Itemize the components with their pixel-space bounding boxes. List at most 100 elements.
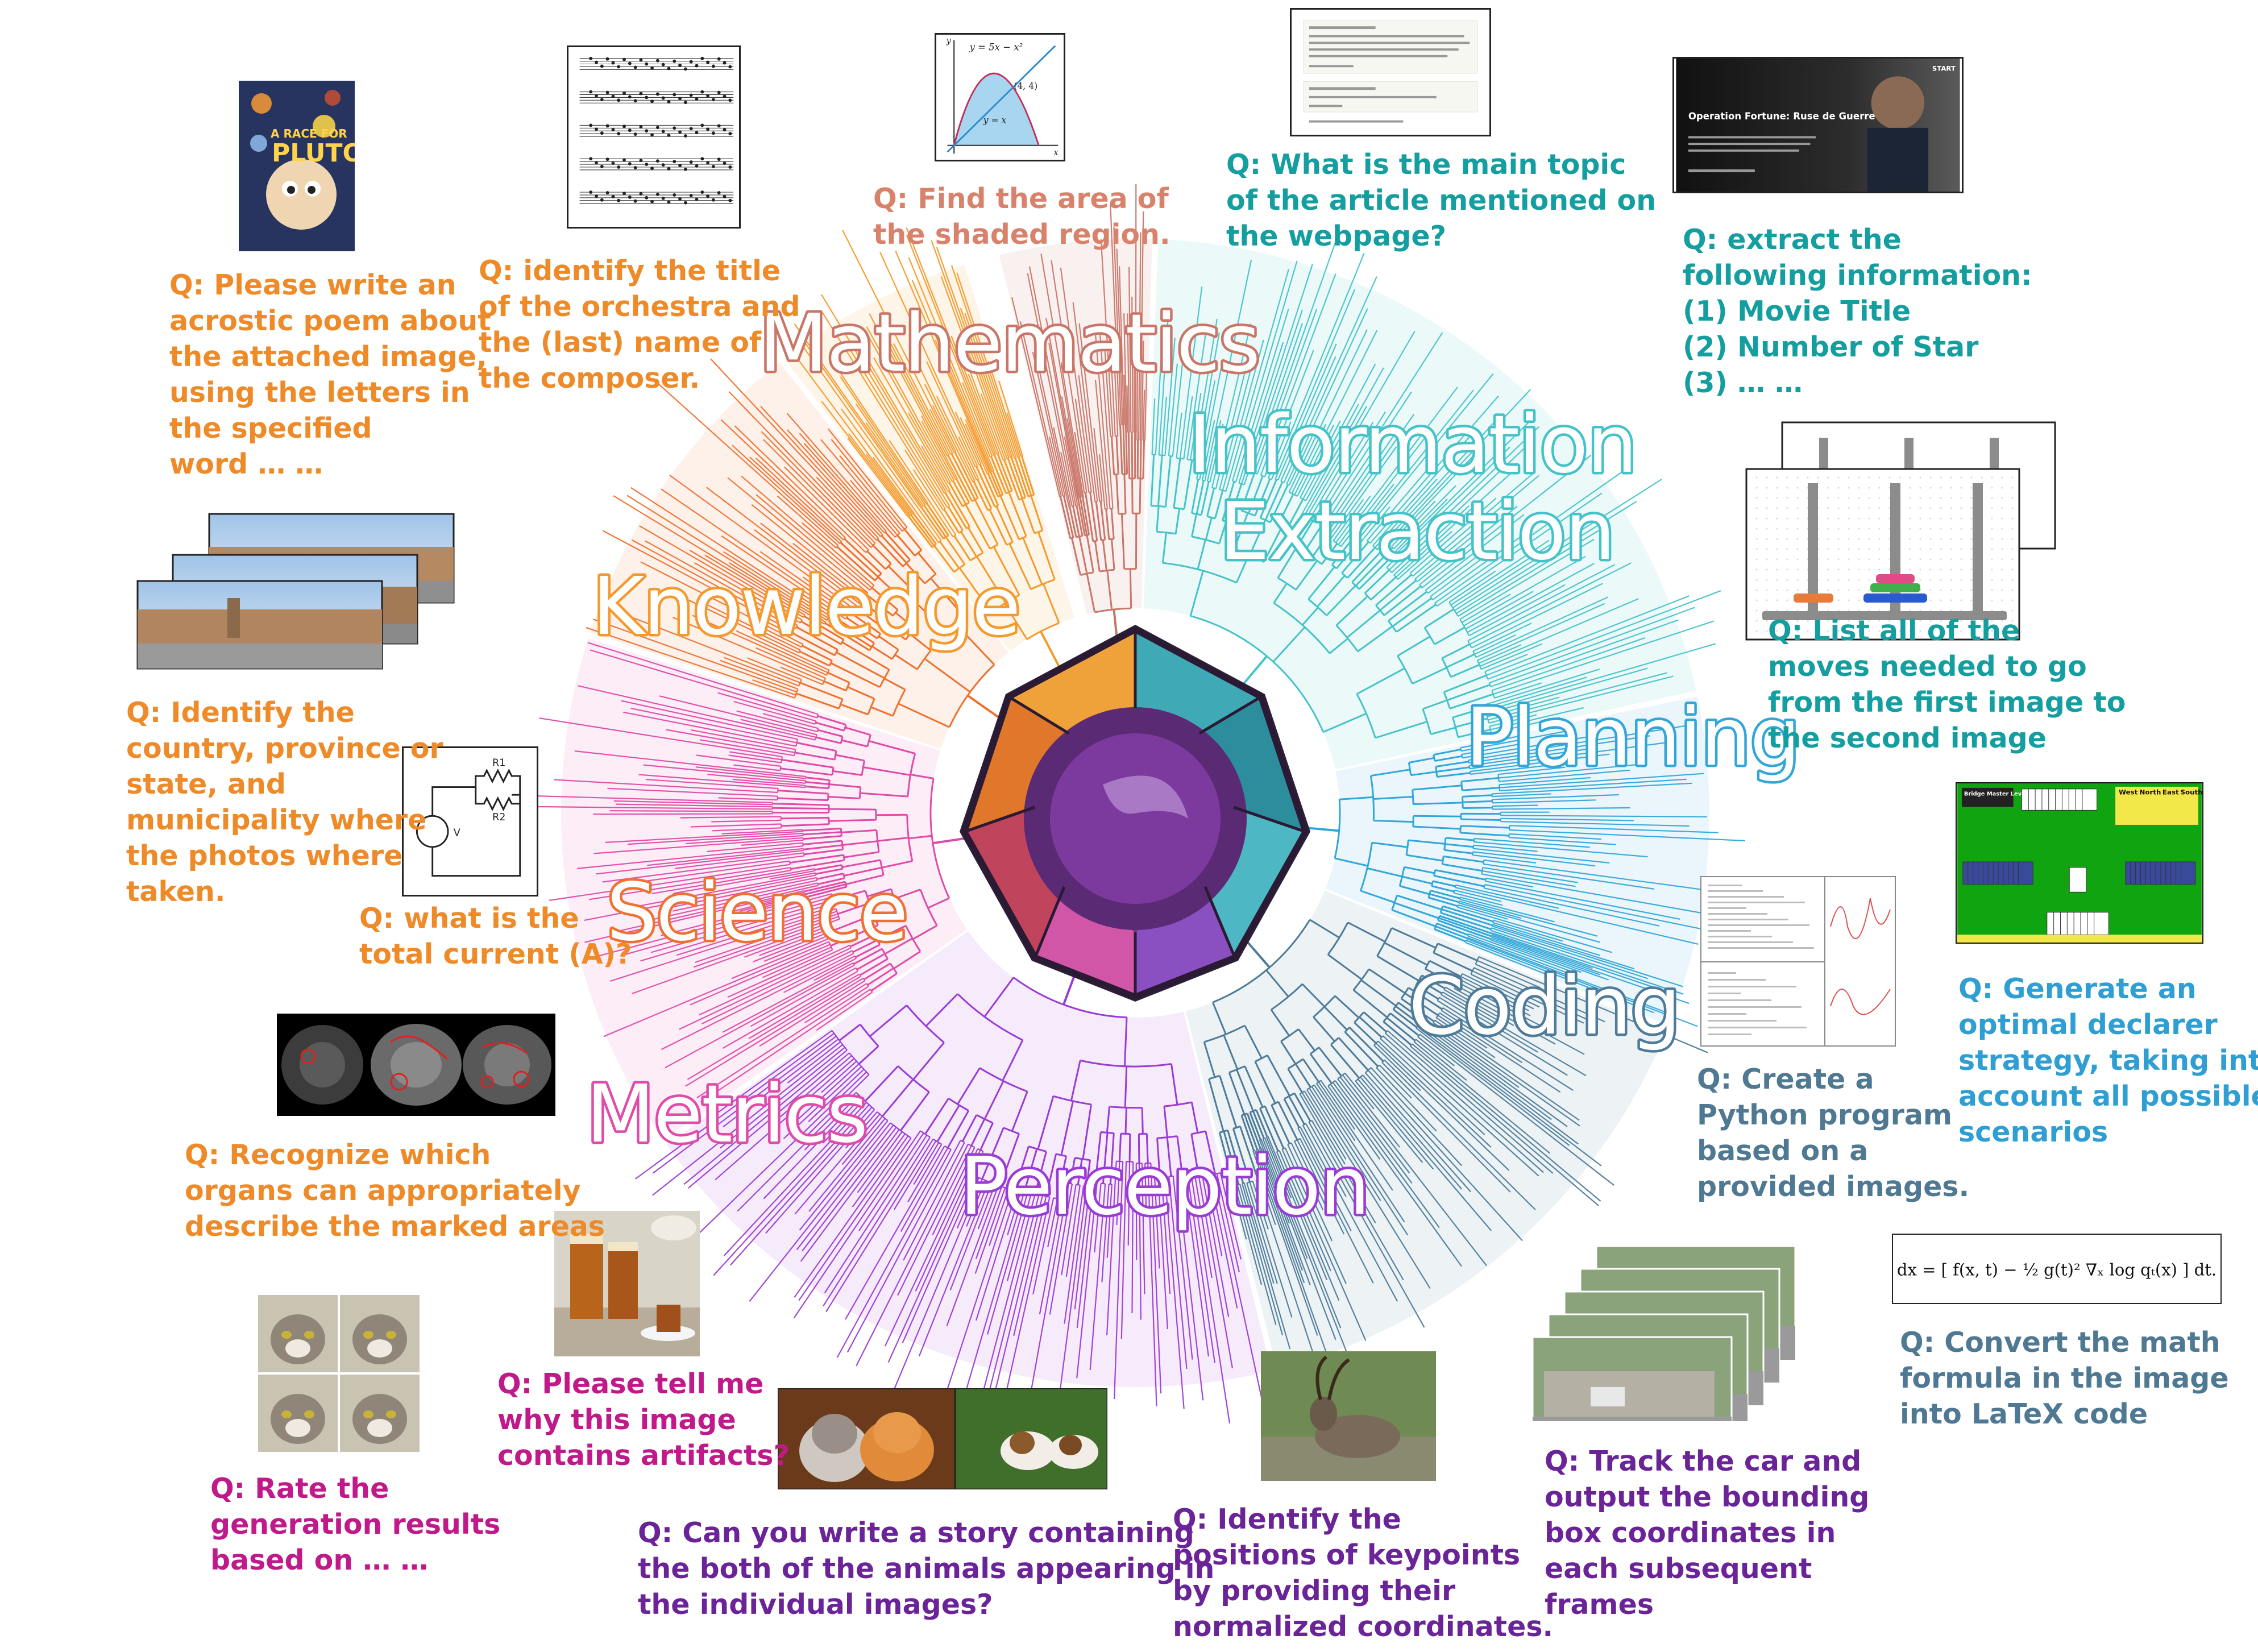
- category-label-metrics: Metrics: [586, 1068, 867, 1161]
- category-label-planning: Planning: [1466, 691, 1799, 784]
- question-line: state, and: [126, 768, 287, 800]
- question-line: normalized coordinates.: [1173, 1611, 1554, 1643]
- animals-photo-pair: [777, 1387, 1109, 1491]
- question-line: based on … …: [210, 1544, 429, 1576]
- tree-branches: [536, 184, 1745, 1427]
- category-label-mathematics: Mathematics: [759, 297, 1259, 390]
- question-line: following information:: [1683, 259, 2032, 292]
- latex-formula-text: dx = [ f(x, t) − ½ g(t)² ∇ₓ log qₜ(x) ] …: [1897, 1260, 2217, 1280]
- question-line: Q: Find the area of: [873, 182, 1169, 215]
- question-line: box coordinates in: [1545, 1517, 1836, 1549]
- latex-formula-image: dx = [ f(x, t) − ½ g(t)² ∇ₓ log qₜ(x) ] …: [1892, 1234, 2222, 1304]
- question-line: acrostic poem about: [169, 305, 491, 337]
- bid-south-header: South: [2180, 788, 2202, 796]
- question-line: (3) … …: [1683, 367, 1803, 399]
- intersection-point-label: (4, 4): [1014, 81, 1037, 91]
- question-line: the webpage?: [1226, 220, 1447, 252]
- bid-west-header: West: [2119, 788, 2138, 796]
- category-label-science: Science: [607, 866, 907, 959]
- question-line: contains artifacts?: [497, 1439, 790, 1472]
- start-badge: START: [1932, 64, 1956, 72]
- question-line: provided images.: [1697, 1170, 1970, 1203]
- question-line: Q: Please write an: [169, 269, 456, 301]
- book-title-line-1: A RACE FOR: [271, 127, 347, 140]
- question-line: Python program: [1697, 1099, 1952, 1131]
- question-line: frames: [1545, 1588, 1654, 1621]
- python-code-screenshots: [1700, 875, 1896, 1047]
- question-line: Q: Create a: [1697, 1063, 1874, 1095]
- question-line: (1) Movie Title: [1683, 295, 1911, 327]
- question-line: Q: Recognize which: [185, 1139, 491, 1171]
- circuit-diagram: R1 R2 V: [402, 746, 538, 896]
- question-line: account all possible: [1958, 1080, 2258, 1113]
- bid-north-header: North: [2139, 788, 2161, 796]
- question-line: Q: Track the car and: [1545, 1445, 1862, 1477]
- question-line: Q: identify the title: [479, 255, 781, 287]
- question-line: Q: What is the main topic: [1226, 148, 1626, 181]
- question-line: Q: List all of the: [1768, 615, 2020, 647]
- bid-east-header: East: [2162, 788, 2179, 796]
- antelope-photo: [1261, 1351, 1436, 1481]
- question-line: the shaded region.: [873, 218, 1170, 251]
- curve-equation-label: y = 5x − x²: [969, 41, 1023, 52]
- resistor-r1-label: R1: [492, 758, 505, 769]
- question-line: Q: what is the: [359, 902, 579, 935]
- question-line: Q: extract the: [1683, 223, 1902, 256]
- question-line: the (last) name of: [479, 326, 762, 359]
- question-line: the composer.: [479, 362, 700, 395]
- question-line: optimal declarer: [1958, 1008, 2218, 1041]
- question-line: why this image: [497, 1404, 736, 1436]
- question-line: Q: Generate an: [1958, 973, 2197, 1005]
- question-line: the photos where: [126, 840, 403, 872]
- voltage-source-label: V: [454, 827, 460, 839]
- question-line: generation results: [210, 1508, 501, 1541]
- question-line: country, province or: [126, 732, 443, 765]
- question-line: strategy, taking into: [1958, 1044, 2258, 1077]
- question-line: Q: Convert the math: [1900, 1326, 2220, 1359]
- question-line: positions of keypoints: [1173, 1539, 1521, 1571]
- category-label-perception: Perception: [960, 1140, 1369, 1233]
- generated-cat-grid: [257, 1294, 421, 1455]
- x-axis-label: x: [1053, 148, 1059, 157]
- car-tracking-frames: [1528, 1245, 1801, 1452]
- game-level-label: Bridge Master Level 3 A-1: [1964, 791, 2046, 798]
- question-line: of the orchestra and: [479, 290, 800, 323]
- question-line: the attached image,: [169, 341, 487, 373]
- question-line: into LaTeX code: [1900, 1398, 2148, 1430]
- question-line: using the letters in: [169, 376, 470, 409]
- street-photos-stack: [136, 513, 455, 670]
- question-line: taken.: [126, 875, 226, 908]
- line-equation-label: y = x: [983, 115, 1007, 126]
- category-label-coding: Coding: [1409, 960, 1680, 1053]
- question-line: Q: Please tell me: [497, 1368, 764, 1400]
- question-line: municipality where: [126, 804, 427, 836]
- question-line: describe the marked areas: [185, 1210, 605, 1243]
- bridge-card-game-screenshot: Bridge Master Level 3 A-1 West North Eas…: [1956, 782, 2203, 944]
- question-line: total current (A)?: [359, 938, 632, 970]
- question-line: the second image: [1768, 722, 2047, 754]
- pluto-book-cover-image: A RACE FOR PLUTO: [239, 81, 355, 251]
- question-line: Q: Identify the: [126, 696, 355, 729]
- movie-webpage-screenshot: Operation Fortune: Ruse de Guerre START: [1672, 57, 1964, 193]
- tower-of-hanoi-images: [1740, 421, 2058, 642]
- question-line: moves needed to go: [1768, 650, 2087, 683]
- category-label-extraction: Extraction: [1219, 485, 1614, 578]
- category-label-knowledge: Knowledge: [592, 561, 1020, 653]
- area-under-curve-plot: y = 5x − x² (4, 4) y = x x y: [935, 33, 1065, 161]
- webpage-article-screenshot: [1290, 8, 1491, 136]
- y-axis-label: y: [946, 36, 952, 46]
